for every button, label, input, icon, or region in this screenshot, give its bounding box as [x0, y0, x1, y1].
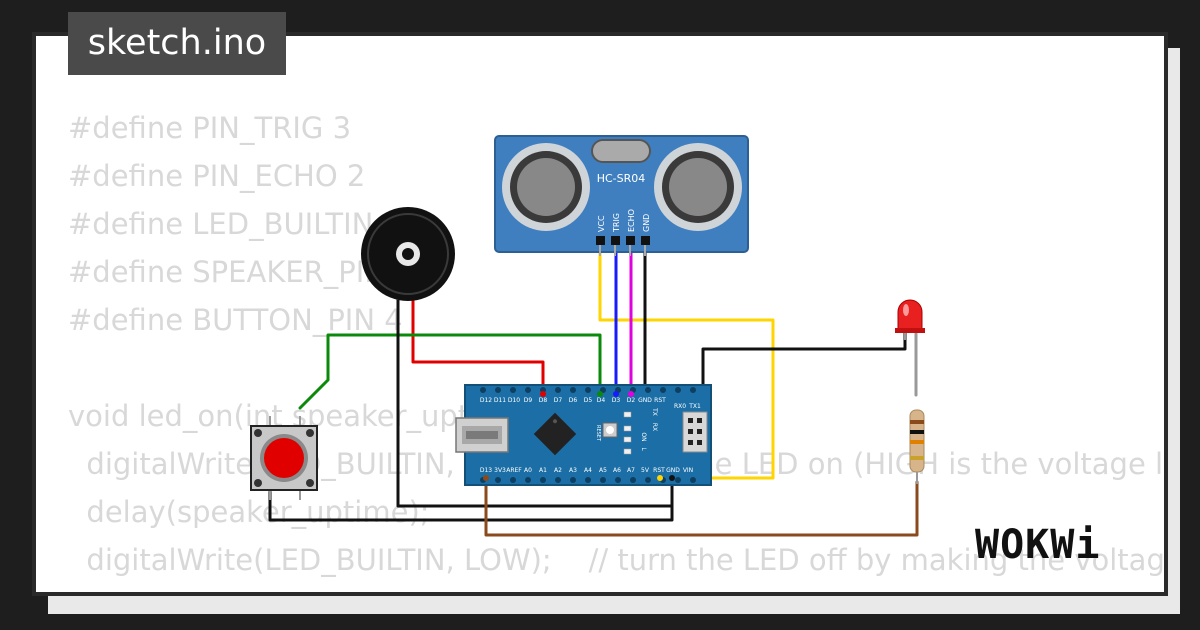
pin-label: A3	[569, 467, 577, 474]
label-reset: RESET	[595, 425, 601, 442]
wire-vcc[interactable]	[598, 250, 775, 480]
wire-button-signal[interactable]	[298, 333, 602, 410]
pin-label: A1	[539, 467, 547, 474]
pin-label: D8	[539, 397, 548, 404]
wire-endpoints	[483, 391, 675, 481]
wire-led-gnd[interactable]	[648, 328, 907, 394]
code-line: delay(speaker_uptime);	[68, 495, 430, 529]
code-line: #define PIN_ECHO 2	[68, 159, 366, 193]
pin-label: D2	[627, 397, 636, 404]
buzzer[interactable]	[361, 207, 455, 301]
led-dome	[897, 299, 923, 331]
pin-label-echo: ECHO	[627, 209, 636, 232]
wire-buzzer-signal[interactable]	[411, 296, 545, 396]
pin-label-vcc: VCC	[597, 215, 606, 232]
wokwi-logo: WOKWi	[975, 522, 1101, 568]
pin-label-gnd: GND	[642, 214, 651, 232]
label-tx: TX	[651, 407, 658, 416]
pin-label: A4	[584, 467, 592, 474]
pin-label: GND	[638, 397, 652, 404]
pin-label: VIN	[683, 467, 693, 474]
wire-button-gnd[interactable]	[268, 476, 674, 522]
pin-label: RST	[654, 397, 666, 404]
label-on: ON	[640, 432, 647, 441]
pin-label: D4	[597, 397, 606, 404]
crystal	[591, 139, 651, 163]
pin-label: A6	[613, 467, 621, 474]
pin-label: 5V	[641, 467, 650, 474]
red-led[interactable]	[895, 299, 925, 340]
code-line: digitalWrite(LED_BUILTIN, LOW); // turn …	[68, 543, 1164, 577]
wire-led-resistor[interactable]	[484, 476, 919, 537]
pin-label: A7	[627, 467, 635, 474]
code-line: #define PIN_TRIG 3	[68, 111, 352, 145]
pin-label: D10	[508, 397, 520, 404]
pin-label: D12	[480, 397, 492, 404]
arduino-nano[interactable]: D12 D11 D10 D9 D8 D7 D6 D5 D4 D3 D2 GND …	[455, 384, 712, 486]
canvas: #define PIN_TRIG 3 #define PIN_ECHO 2 #def…	[36, 36, 1164, 592]
status-leds	[623, 411, 632, 455]
pin-label-trig: TRIG	[612, 213, 621, 233]
pin-label: D7	[554, 397, 563, 404]
label-rx0: RX0	[674, 403, 686, 410]
ultrasonic-sensor[interactable]: HC-SR04 VCC TRIG ECHO GND	[494, 135, 749, 256]
icsp-header	[682, 411, 708, 453]
label-rx: RX	[651, 423, 658, 431]
bottom-header	[480, 477, 696, 483]
file-tab[interactable]: sketch.ino	[68, 12, 286, 75]
pin-label: D13	[480, 467, 492, 474]
code-line: #define BUTTON_PIN 4	[68, 303, 403, 337]
sensor-model-label: HC-SR04	[597, 172, 646, 185]
resistor[interactable]	[909, 409, 925, 484]
pin-label: 3V3	[494, 467, 506, 474]
pin-label: D6	[569, 397, 578, 404]
code-line: }	[68, 584, 1164, 592]
pin-label: AREF	[506, 467, 522, 474]
pin-label: A5	[599, 467, 607, 474]
label-l: L	[640, 447, 647, 451]
pin-label: GND	[666, 467, 680, 474]
pin-label: D11	[494, 397, 506, 404]
top-header	[480, 387, 696, 393]
pin-label: RST	[653, 467, 665, 474]
pin-label: D5	[584, 397, 593, 404]
pin-label: A2	[554, 467, 562, 474]
button-cap[interactable]	[264, 438, 304, 478]
push-button[interactable]	[250, 416, 318, 500]
label-tx1: TX1	[688, 403, 701, 410]
pin-label: D9	[524, 397, 533, 404]
pin-label: A0	[524, 467, 532, 474]
pin-label: D3	[612, 397, 621, 404]
sensor-header	[596, 236, 650, 245]
